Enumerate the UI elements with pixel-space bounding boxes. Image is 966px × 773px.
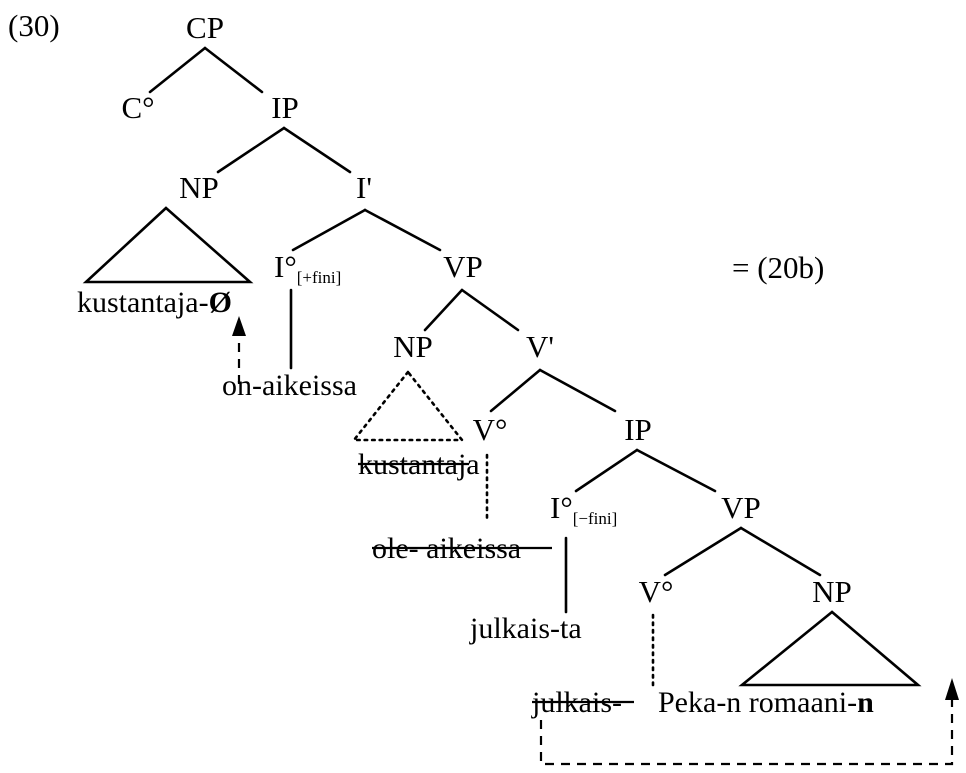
edge-cp-c — [148, 46, 207, 94]
node-v-bar: V' — [526, 329, 554, 364]
edge-ip-vp — [635, 448, 717, 493]
edge-vp-vbar — [460, 288, 520, 332]
np-subject-triangle — [82, 206, 254, 284]
edge-cp-ip — [203, 46, 264, 94]
node-cp: CP — [186, 10, 224, 45]
example-number: (30) — [8, 8, 60, 43]
word-nonfinite-verb: julkais-ta — [469, 612, 582, 645]
edge-vbar-ip — [538, 368, 617, 413]
tree-edges — [82, 46, 922, 690]
edge-ip-ibar — [282, 126, 352, 174]
np-trace-triangle — [351, 369, 465, 442]
node-labels: CP C° IP NP I' I°[+fini] VP NP V' V° IP … — [121, 10, 851, 609]
terminal-words: kustantaja-Ø on-aikeissa kustantaja ole-… — [77, 286, 874, 719]
edge-vbar-vhead — [489, 368, 542, 413]
node-ip-top: IP — [271, 90, 299, 125]
case-arrowhead — [945, 678, 959, 700]
edge-ibar-ihead — [291, 208, 367, 252]
cross-reference: = (20b) — [732, 250, 824, 285]
node-c-head: C° — [121, 90, 154, 125]
node-ip-lower: IP — [624, 412, 652, 447]
word-finite-verb: on-aikeissa — [222, 369, 357, 402]
node-np-subject: NP — [179, 170, 219, 205]
edge-ip-ihead — [574, 448, 639, 493]
edge-ibar-vp — [363, 208, 442, 252]
edge-ip-np — [216, 126, 286, 174]
node-v-head-upper: V° — [473, 412, 508, 447]
node-i-bar: I' — [356, 170, 372, 205]
node-v-head-lower: V° — [639, 574, 674, 609]
edge-vp-np-object — [739, 526, 822, 577]
subject-arrowhead — [232, 316, 246, 336]
edge-vp-vhead — [663, 526, 743, 577]
node-i-head-nonfin: I°[−fini] — [550, 490, 617, 528]
word-subject: kustantaja-Ø — [77, 286, 232, 319]
node-np-object: NP — [812, 574, 852, 609]
word-object: Peka-n romaani-n — [658, 686, 874, 719]
case-movement-line — [539, 700, 954, 766]
node-vp-top: VP — [443, 249, 483, 284]
movement-arrows — [232, 316, 959, 766]
node-np-trace: NP — [393, 329, 433, 364]
node-i-head-fin: I°[+fini] — [274, 249, 341, 287]
np-object-triangle — [738, 610, 922, 687]
node-vp-lower: VP — [721, 490, 761, 525]
edge-vp-np — [423, 288, 464, 332]
